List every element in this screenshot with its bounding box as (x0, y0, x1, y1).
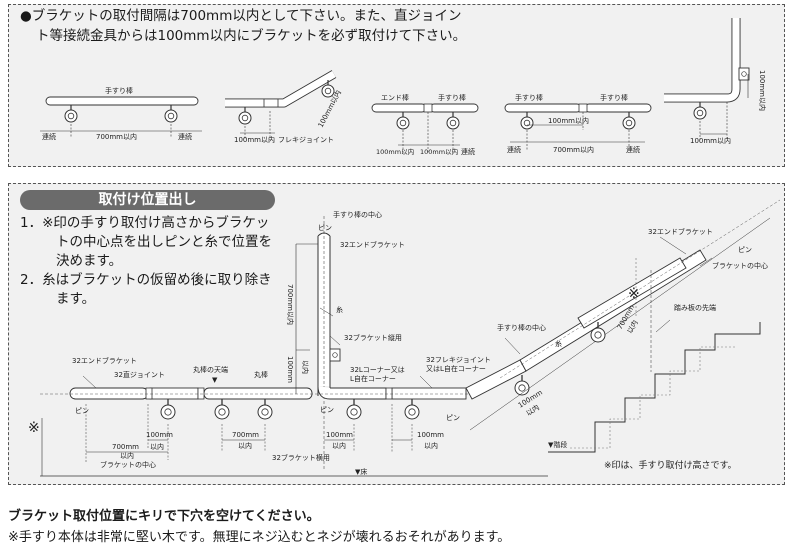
top-instructions-panel (8, 4, 785, 167)
intro-line-2: ト等接続金具からは100mm以内にブラケットを必ず取付けて下さい。 (36, 28, 467, 44)
label-renzoku: 連続 (178, 132, 192, 141)
intro-line-1: ●ブラケットの取付間隔は700mm以内として下さい。また、直ジョイン (20, 8, 462, 24)
label-bracket-horiz: 32ブラケット横用 (272, 453, 330, 462)
label-100: 100mm以内 (690, 136, 731, 145)
label-100: 100mm以内 (420, 147, 458, 156)
label-renzoku: 連続 (507, 145, 521, 154)
steps-list: 1．※印の手すり取付け高さからブラケッ トの中心点を出しピンと糸で位置を 決めま… (20, 214, 272, 309)
label-pin-2: ピン (738, 246, 752, 254)
step-1-line-3: 決めます。 (56, 253, 123, 269)
label-renzoku: 連続 (626, 145, 640, 154)
step-1-line-2: トの中心点を出しピンと糸で位置を (56, 234, 272, 250)
label-end-bracket: 32エンドブラケット (340, 240, 405, 249)
label-l-free-corner: L自在コーナー (350, 374, 396, 383)
label-ito-2: 糸 (555, 339, 562, 348)
label-end-bracket-3: 32エンドブラケット (72, 356, 137, 365)
top-diagram-corner: 100mm以内 100mm以内 (664, 18, 767, 145)
label-100-a: 100mm (146, 431, 173, 439)
label-l-free-corner-2: 又はL自在コーナー (426, 364, 486, 373)
footer-instruction: ブラケット取付位置にキリで下穴を空けてください。 (8, 509, 320, 524)
vertical-post (317, 216, 341, 470)
label-100: 100mm以内 (234, 135, 275, 144)
label-700-b: 700mm (232, 431, 259, 439)
label-mark-note: ※印は、手すり取付け高さです。 (604, 459, 737, 471)
label-700: 700mm以内 (96, 132, 137, 141)
label-100-b: 100mm (326, 431, 353, 439)
label-maru-top-mark: ▼ (212, 376, 218, 384)
label-700: 700mm以内 (553, 145, 594, 154)
top-diagram-joined: 手すり棒 手すり棒 100mm以内 連続 700mm以内 連続 (504, 93, 652, 154)
label-step-nose: 踏み板の先端 (674, 303, 716, 312)
label-floor: ▼床 (355, 467, 367, 476)
label-within-d: 以内 (332, 441, 346, 450)
label-bracket-center-2: ブラケットの中心 (100, 460, 156, 469)
label-100-vert: 100mm (286, 356, 294, 383)
label-100-vert: 100mm以内 (758, 70, 767, 111)
label-maru: 丸棒 (254, 370, 268, 379)
label-l-corner: 32Lコーナー又は (350, 366, 405, 374)
top-diagram-flexi: 100mm以内 フレキジョイント 100mm以内 (225, 70, 343, 144)
mark-left: ※ (28, 420, 40, 436)
label-handrail: 手すり棒 (600, 93, 628, 102)
label-within-a: 以内 (150, 442, 164, 451)
top-diagram-straight: 手すり棒 連続 700mm以内 連続 (40, 86, 202, 141)
section-title: 取付け位置出し (20, 190, 275, 210)
label-flexi: フレキジョイント (278, 136, 334, 144)
label-handrail: 手すり棒 (438, 93, 466, 102)
label-100: 100mm以内 (548, 116, 589, 125)
label-pin: ピン (318, 224, 332, 232)
step-1: 1．※印の手すり取付け高さからブラケッ (20, 215, 270, 231)
label-100-c: 100mm (417, 431, 444, 439)
label-ito: 糸 (336, 305, 343, 314)
label-pin-5: ピン (446, 414, 460, 422)
label-end-bar: エンド棒 (381, 93, 409, 102)
leader-lines (82, 236, 713, 389)
label-100: 100mm以内 (376, 147, 414, 156)
label-700-vert: 700mm以内 (286, 284, 295, 325)
diagram-labels: 手すり棒の中心 ピン 32エンドブラケット 700mm以内 糸 32ブラケット縦… (28, 210, 768, 476)
main-rail (40, 359, 530, 420)
sloped-rail (469, 199, 781, 431)
label-rail-center-2: 手すり棒の中心 (497, 323, 546, 332)
label-within: 以内 (301, 360, 310, 374)
label-rail-center: 手すり棒の中心 (333, 210, 382, 219)
label-bracket-center: ブラケットの中心 (712, 261, 768, 270)
label-flexi-joint: 32フレキジョイント (426, 356, 491, 364)
label-pin-4: ピン (320, 406, 334, 414)
label-straight-joint: 32直ジョイント (114, 370, 165, 379)
step-2-line-2: ます。 (56, 291, 96, 307)
label-bracket-vert: 32ブラケット縦用 (344, 333, 402, 342)
label-maru-top: 丸棒の天端 (193, 365, 228, 374)
positioning-panel (8, 183, 785, 485)
label-renzoku: 連続 (461, 147, 475, 156)
step-2: 2．糸はブラケットの仮留め後に取り除き (20, 272, 272, 288)
label-within-b: 以内 (120, 451, 134, 460)
mark-right: ※ (628, 286, 640, 302)
label-stairs: ▼階段 (548, 440, 567, 449)
footer-note: ※手すり本体は非常に堅い木です。無理にネジ込むとネジが壊れるおそれがあります。 (8, 530, 511, 545)
label-pin-3: ピン (75, 407, 89, 415)
label-handrail: 手すり棒 (105, 86, 133, 95)
label-handrail: 手すり棒 (515, 93, 543, 102)
label-renzoku: 連続 (42, 132, 56, 141)
stairs (548, 322, 761, 453)
label-within-c: 以内 (238, 441, 252, 450)
top-diagram-end: エンド棒 手すり棒 100mm以内 100mm以内 連続 (371, 93, 479, 156)
label-within-e: 以内 (424, 441, 438, 450)
label-700-a: 700mm (112, 443, 139, 451)
label-end-bracket-2: 32エンドブラケット (648, 227, 713, 236)
dimension-lines (41, 244, 413, 476)
